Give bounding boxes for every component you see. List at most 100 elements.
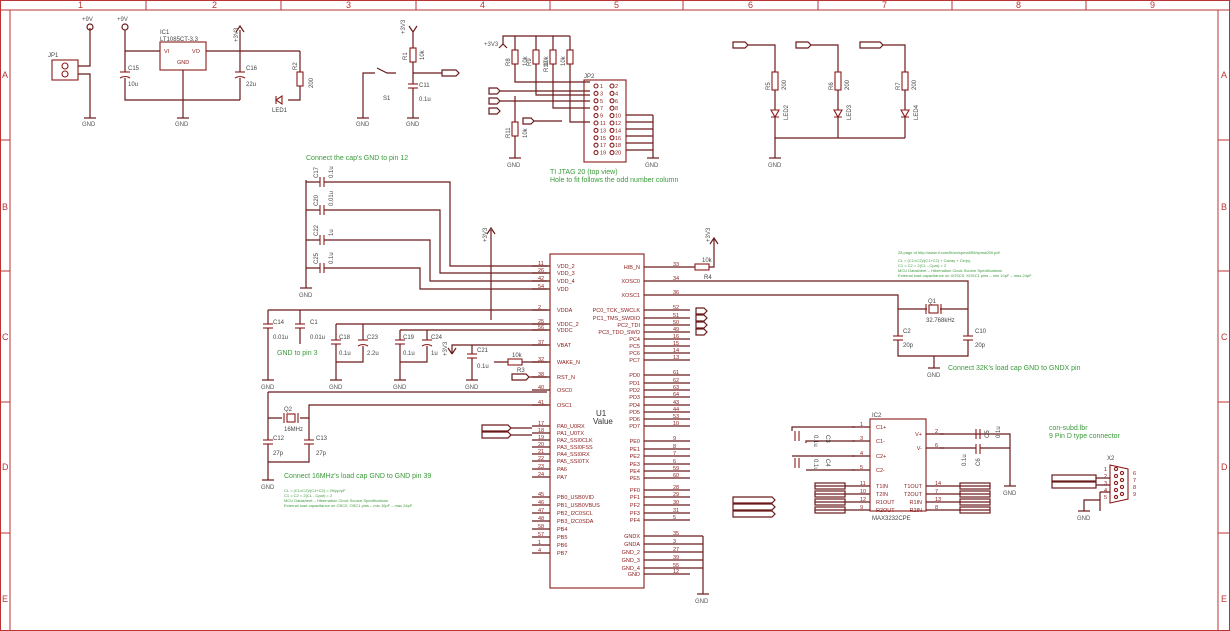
jtag-pin <box>593 90 599 96</box>
jtag-pin-number: 5 <box>600 99 603 105</box>
c12-value: 27p <box>273 451 284 457</box>
u1-pin-name: VBAT <box>557 343 572 349</box>
c4-label: C4 <box>824 459 830 467</box>
ic2-label: IC2 <box>872 413 882 419</box>
ic2-pin-number: 2 <box>935 429 938 435</box>
u1-pin-number: 11 <box>538 261 544 267</box>
gnd-label: GND <box>261 485 275 491</box>
u1-pin-name: GNDA <box>624 542 640 548</box>
ic2-pin-name: R1IN <box>909 500 922 506</box>
ic2-value: MAX3232CPE <box>872 516 911 522</box>
u1-pin-number: 37 <box>538 340 544 346</box>
u1-pin-number: 1 <box>538 540 541 546</box>
jtag-pin-number: 10 <box>615 114 621 120</box>
r5-label: R5 <box>766 82 772 90</box>
ic1-label: IC1 <box>160 30 170 36</box>
ic2-pin-name: C2- <box>876 468 885 474</box>
c15-value: 10u <box>128 82 138 88</box>
c16-label: C16 <box>246 66 258 72</box>
ic2-pin-name: T2OUT <box>904 492 923 498</box>
c25-label: C25 <box>314 252 320 264</box>
u1-pin-name: PD2 <box>629 388 640 394</box>
u1-pin-number: 6 <box>673 459 676 465</box>
u1-pin-name: OSC0 <box>557 388 572 394</box>
c6-label: C6 <box>976 458 982 466</box>
u1-pin-name: PB1_USB0VBUS <box>557 503 600 509</box>
row-label: B <box>2 202 8 212</box>
ic2-pin-name: V+ <box>915 432 922 438</box>
osc16-block: Q2 16MHz C12 27p C13 27p GND Connect 16M… <box>261 391 547 508</box>
x2-pin-number: 3 <box>1104 481 1107 487</box>
note-line: 28 page of http://www.ti.com/lit/an/spma… <box>898 250 1001 255</box>
c17-value: 0.1u <box>329 166 335 178</box>
ic2-pin-number: 13 <box>935 497 941 503</box>
gnd-label: GND <box>507 163 521 169</box>
u1-pin-number: 40 <box>538 385 544 391</box>
ic2-pin-name: V- <box>917 446 922 452</box>
r2-label: R2 <box>293 62 299 70</box>
c15-label: C15 <box>128 66 140 72</box>
u1-pin-number: 9 <box>673 436 676 442</box>
u1-pin-name: VDDC_2 <box>557 322 579 328</box>
c18-label: C18 <box>339 335 351 341</box>
ic1-pin-gnd: GND <box>177 60 189 66</box>
note-16mhz: CL = (C1×C2)/(C1+C2) = 29/pp/pF C1 = C2 … <box>284 488 413 508</box>
u1-pin-number: 3 <box>673 539 676 545</box>
col-label: 5 <box>614 0 619 10</box>
p3v3-label: +3V3 <box>706 227 712 242</box>
u1-pin-number: 55 <box>673 563 679 569</box>
s1-label: S1 <box>383 96 391 102</box>
ic2-pin-name: T1OUT <box>904 484 923 490</box>
col-label: 1 <box>78 0 83 10</box>
u1-pin-name: PD0 <box>629 373 640 379</box>
ic2-pin-number: 12 <box>860 497 866 503</box>
col-label: 9 <box>1150 0 1155 10</box>
u1-pin-name: GND_3 <box>622 558 640 564</box>
r10-value: 10k <box>561 55 567 66</box>
u1-pin-name: PE0 <box>630 439 640 445</box>
ic2-pin-name: T2IN <box>876 492 888 498</box>
u1-pin-name: OSC1 <box>557 403 572 409</box>
x2-pin-number: 8 <box>1133 485 1136 491</box>
ic1-pin-vo: VO <box>192 49 201 55</box>
jtag-pin-number: 13 <box>600 128 606 134</box>
jtag-pin-number: 3 <box>600 91 603 97</box>
c22-value: 1u <box>329 229 335 236</box>
q2-value: 16MHz <box>284 427 303 433</box>
row-label: C <box>1221 332 1228 342</box>
u1-pin-number: 47 <box>538 508 544 514</box>
ic2-pin-name: C1+ <box>876 425 886 431</box>
u1-pin-number: 63 <box>673 385 679 391</box>
u1-pin-number: 30 <box>673 500 679 506</box>
jtag-pin <box>593 105 599 111</box>
ic2-pin-number: 4 <box>860 451 863 457</box>
q2-label: Q2 <box>284 407 293 413</box>
u1-pin-number: 58 <box>538 524 544 530</box>
u1-pin-name: PC4 <box>629 337 640 343</box>
ic2-pin-number: 14 <box>935 481 941 487</box>
ic2-body <box>869 418 927 512</box>
u1-pin-name: GND <box>628 572 640 578</box>
u1-pin-number: 44 <box>673 407 679 413</box>
jtag-block: +3V3 R8 10k R9 10k R10 10k R11 10k GND J… <box>484 35 679 184</box>
osc32k-block: 28 page of http://www.ti.com/lit/an/spma… <box>893 250 1081 379</box>
u1-pin-number: 7 <box>673 451 676 457</box>
col-label: 4 <box>480 0 485 10</box>
r9-label: R9 <box>527 58 533 66</box>
c11-label: C11 <box>419 83 430 89</box>
u1-pin-number: 62 <box>673 378 679 384</box>
c25-value: 0.1u <box>329 252 335 264</box>
u1-pin-name: PC1_TMS_SWDIO <box>593 316 641 322</box>
x2-pin-number: 9 <box>1133 492 1136 498</box>
gnd-label: GND <box>645 163 659 169</box>
jp2-label: JP2 <box>584 74 595 80</box>
jtag-pin <box>593 113 599 119</box>
u1-pin-name: PE3 <box>630 462 640 468</box>
jtag-pin-number: 16 <box>615 136 621 142</box>
col-label: 6 <box>748 0 753 10</box>
u1-pin-number: 28 <box>673 485 679 491</box>
u1-pin-number: 64 <box>673 392 679 398</box>
row-label: E <box>1221 594 1227 604</box>
u1-value: Value <box>593 417 613 426</box>
